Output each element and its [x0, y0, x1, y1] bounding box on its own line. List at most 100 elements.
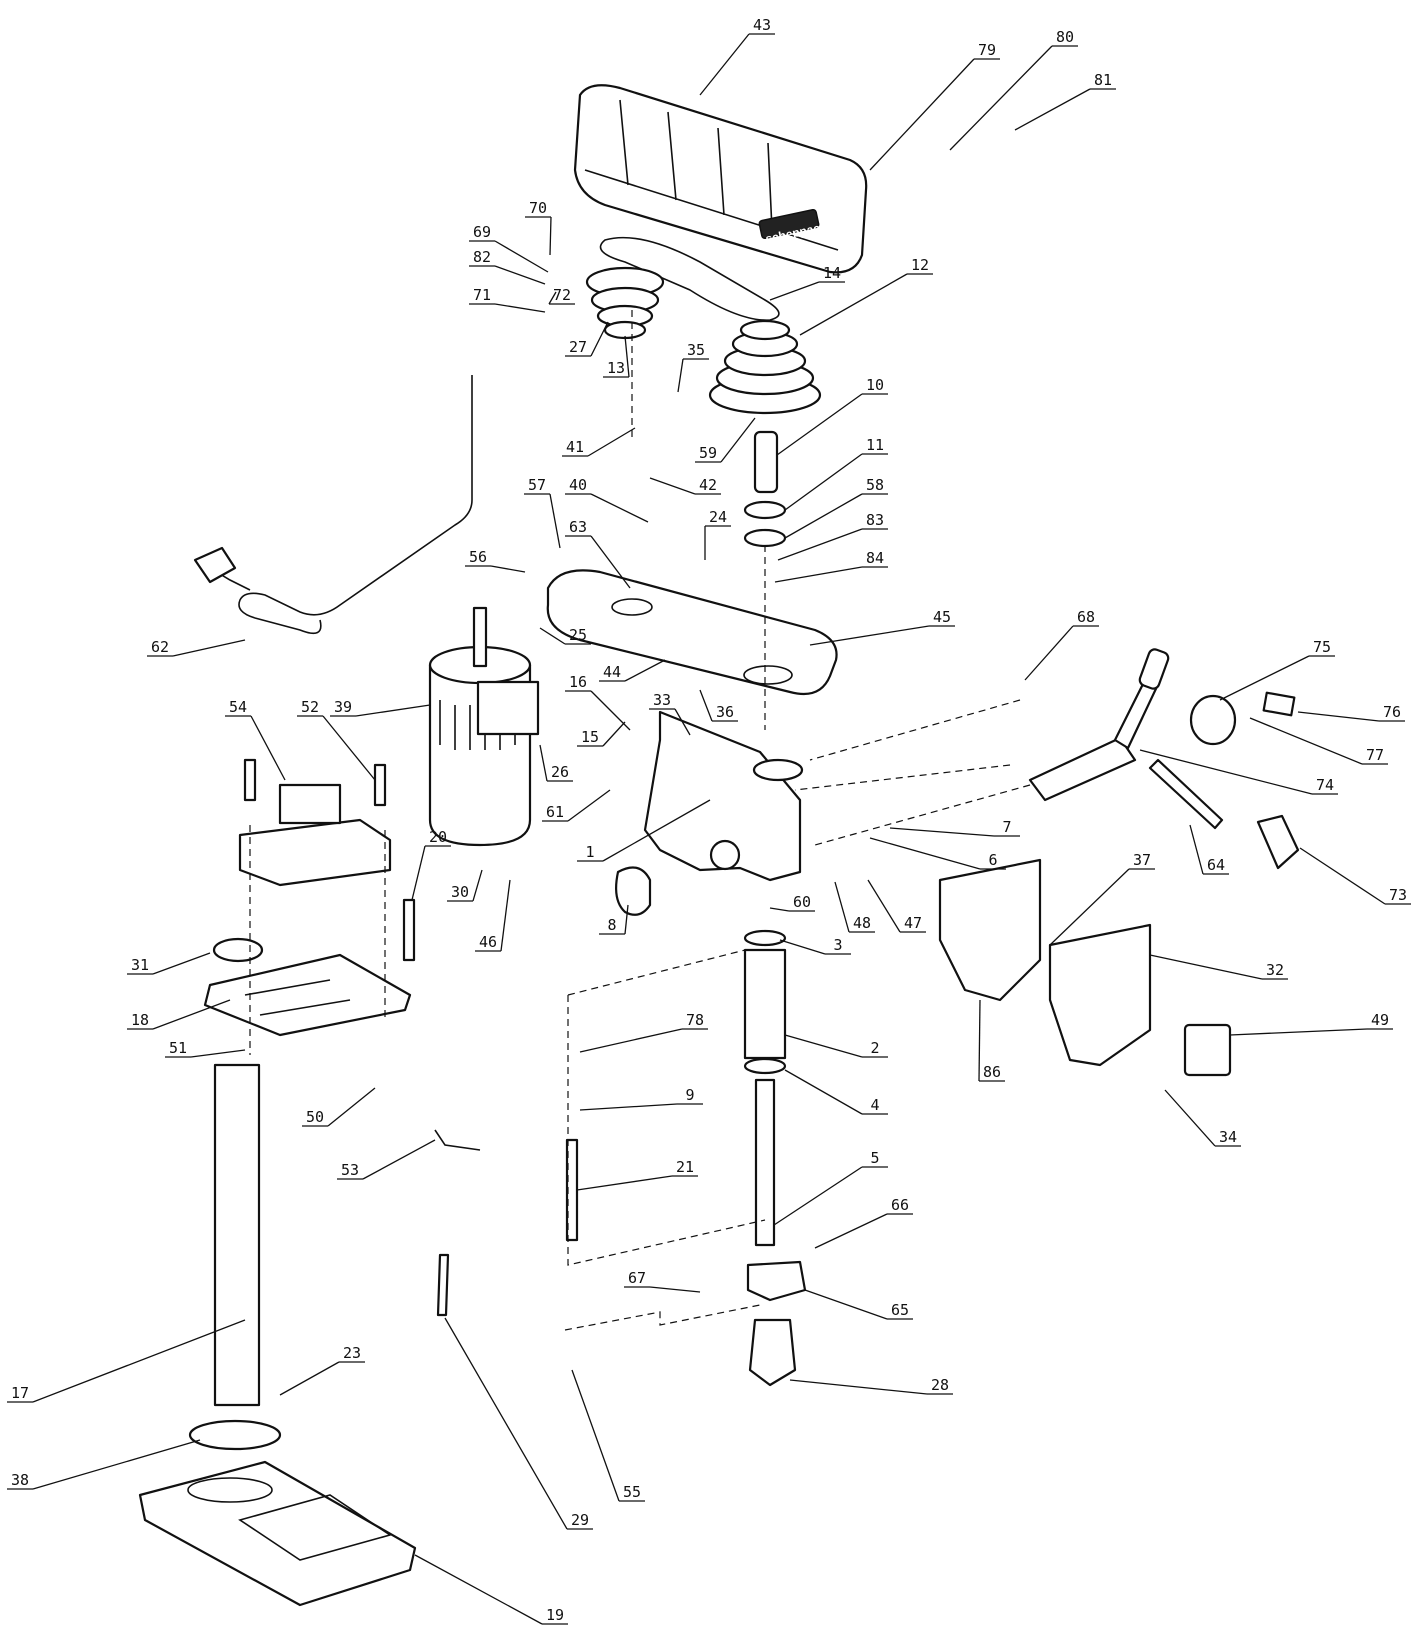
callout-number: 50 — [306, 1108, 324, 1126]
callout-number: 74 — [1316, 776, 1334, 794]
callout-82: 82 — [469, 248, 546, 285]
callout-leader — [1049, 868, 1130, 946]
callout-number: 4 — [870, 1096, 879, 1114]
callout-number: 18 — [131, 1011, 149, 1029]
callout-leader — [602, 799, 711, 862]
callout-number: 27 — [569, 338, 587, 356]
callout-leader — [867, 879, 901, 933]
callout-leader — [444, 1317, 568, 1530]
motor-pulley — [585, 266, 665, 340]
callout-24: 24 — [704, 508, 731, 560]
callout-leader — [1229, 1028, 1368, 1036]
hub-label — [1262, 691, 1296, 717]
callout-leader — [1189, 824, 1204, 875]
callout-78: 78 — [579, 1011, 708, 1053]
callout-number: 1 — [585, 843, 594, 861]
callout-49: 49 — [1229, 1011, 1393, 1036]
callout-66: 66 — [814, 1196, 913, 1249]
callout-72: 72 — [548, 286, 575, 305]
callout-number: 57 — [528, 476, 546, 494]
callout-number: 38 — [11, 1471, 29, 1489]
callout-86: 86 — [978, 999, 1005, 1082]
callout-33: 33 — [649, 691, 691, 736]
callout-number: 37 — [1133, 851, 1151, 869]
callout-leader — [548, 291, 557, 305]
callout-84: 84 — [774, 549, 888, 583]
callout-number: 53 — [341, 1161, 359, 1179]
callout-number: 79 — [978, 41, 996, 59]
callout-44: 44 — [599, 659, 666, 682]
base — [138, 1460, 417, 1607]
callout-35: 35 — [677, 341, 709, 393]
callout-layer: 1234567891011121314151617181920212324252… — [7, 16, 1411, 1625]
callout-leader — [279, 1361, 340, 1396]
spindle — [754, 1078, 776, 1247]
callout-47: 47 — [867, 879, 926, 933]
handle-knob — [1256, 814, 1300, 870]
callout-12: 12 — [799, 256, 933, 336]
callout-45: 45 — [809, 608, 955, 646]
callout-leader — [779, 939, 826, 955]
callout-number: 52 — [301, 698, 319, 716]
callout-leader — [250, 715, 286, 781]
callout-leader — [773, 1166, 863, 1226]
alignment-line-guard — [809, 699, 1021, 761]
callout-leader — [784, 493, 863, 539]
callout-number: 44 — [603, 663, 621, 681]
callout-number: 78 — [686, 1011, 704, 1029]
callout-83: 83 — [777, 511, 888, 561]
callout-number: 48 — [853, 914, 871, 932]
callout-48: 48 — [834, 881, 875, 933]
callout-number: 83 — [866, 511, 884, 529]
callout-leader — [649, 477, 696, 495]
callout-number: 60 — [793, 893, 811, 911]
callout-51: 51 — [165, 1039, 246, 1058]
callout-leader — [777, 528, 863, 561]
callout-number: 2 — [870, 1039, 879, 1057]
callout-number: 7 — [1002, 818, 1011, 836]
callout-leader — [539, 744, 548, 782]
callout-number: 17 — [11, 1384, 29, 1402]
callout-number: 11 — [866, 436, 884, 454]
callout-number: 32 — [1266, 961, 1284, 979]
alignment-line-feed — [567, 949, 766, 1266]
callout-number: 29 — [571, 1511, 589, 1529]
callout-leader — [1139, 749, 1313, 795]
callout-number: 10 — [866, 376, 884, 394]
callout-leader — [869, 837, 981, 870]
callout-leader — [590, 493, 649, 523]
callout-leader — [490, 565, 526, 573]
callout-number: 24 — [709, 508, 727, 526]
callout-leader — [699, 689, 713, 722]
callout-9: 9 — [579, 1086, 703, 1111]
callout-leader — [571, 1369, 620, 1502]
callout-17: 17 — [7, 1319, 246, 1403]
spline-sleeve — [753, 430, 779, 494]
callout-leader — [889, 827, 995, 837]
v-belt — [599, 236, 780, 321]
callout-leader — [789, 1379, 928, 1395]
callout-leader — [576, 1175, 673, 1191]
callout-25: 25 — [539, 626, 591, 645]
plug — [193, 546, 237, 584]
callout-71: 71 — [469, 286, 546, 313]
callout-number: 34 — [1219, 1128, 1237, 1146]
callout-leader — [567, 789, 611, 822]
callout-number: 66 — [891, 1196, 909, 1214]
callout-number: 15 — [581, 728, 599, 746]
callout-number: 54 — [229, 698, 247, 716]
callout-21: 21 — [576, 1158, 698, 1191]
callout-leader — [784, 453, 863, 511]
callout-leader — [784, 1069, 863, 1115]
callout-number: 12 — [911, 256, 929, 274]
callout-number: 20 — [429, 828, 447, 846]
callout-number: 62 — [151, 638, 169, 656]
callout-number: 82 — [473, 248, 491, 266]
callout-leader — [539, 627, 566, 645]
callout-number: 86 — [983, 1063, 1001, 1081]
callout-number: 70 — [529, 199, 547, 217]
callout-7: 7 — [889, 818, 1020, 837]
callout-1: 1 — [577, 799, 711, 862]
callout-number: 28 — [931, 1376, 949, 1394]
pinion-hub — [615, 866, 652, 916]
